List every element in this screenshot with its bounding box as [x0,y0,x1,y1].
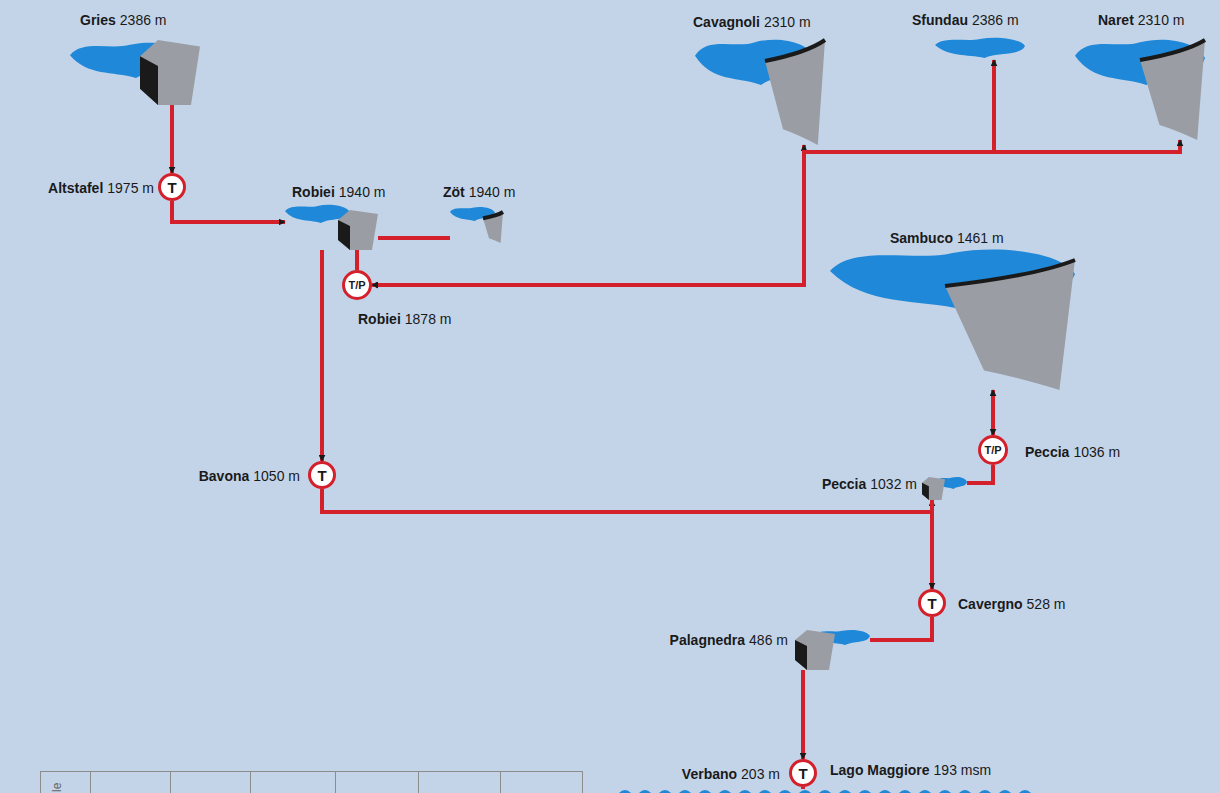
water-conduit [991,390,995,435]
elevation: 193 msm [934,762,992,778]
station-label: Lago Maggiore193 msm [830,762,991,779]
machine-symbol: T [792,762,814,784]
elevation: 2310 m [764,14,811,30]
water-conduit [322,489,932,512]
station-label: Peccia1036 m [1025,444,1120,461]
station-name: Altstafel [48,180,103,196]
station-label: Cavergno528 m [958,596,1066,613]
reservoir: Zöt1940 m [450,205,503,243]
reservoir-shape [922,474,967,500]
reservoir-shape [285,205,378,250]
reservoir-shape [695,40,825,145]
reservoir-shape [795,628,870,670]
station-name: Gries [80,12,116,28]
elevation: 1050 m [253,468,300,484]
station-name: Robiei [292,184,335,200]
station-name: Peccia [1025,444,1069,460]
machine-symbol: T [311,464,333,486]
station-label: Cavagnoli2310 m [693,14,811,31]
station-label: Robiei1878 m [358,311,451,328]
machine-symbol: T/P [345,273,369,297]
station-name: Lago Maggiore [830,762,930,778]
station-label: Altstafel1975 m [48,180,154,197]
machine-symbol: T [161,176,183,198]
turbine-circle: TBavona1050 m [308,461,336,489]
station-label: Bavona1050 m [199,468,300,485]
station-label: Naret2310 m [1098,12,1185,29]
turbine-circle: T/PRobiei1878 m [342,270,372,300]
water-conduit [355,250,359,270]
station-name: Peccia [822,476,866,492]
reservoir: Naret2310 m [1075,40,1205,140]
station-name: Cavagnoli [693,14,760,30]
elevation: 1940 m [339,184,386,200]
machine-symbol: T/P [981,438,1005,462]
reservoir-shape [620,789,1040,793]
water-conduit [930,500,934,589]
elevation: 1878 m [405,311,452,327]
elevation: 528 m [1027,596,1066,612]
reservoir: Sfundau2386 m [935,38,1025,60]
water-conduit [967,465,993,483]
reservoir-shape [70,38,200,105]
reservoir-shape [830,250,1075,390]
water-conduit [320,250,324,461]
elevation: 203 m [741,766,780,782]
station-label: Zöt1940 m [443,184,515,201]
station-name: Sambuco [890,230,953,246]
elevation: 1032 m [870,476,917,492]
station-name: Robiei [358,311,401,327]
water-conduit [172,201,285,222]
station-label: Palagnedra486 m [670,632,788,649]
elevation: 486 m [749,632,788,648]
station-name: Sfundau [912,12,968,28]
reservoir: Palagnedra486 m [795,628,870,670]
water-conduit [378,236,450,240]
table-heading: le [50,783,64,792]
station-label: Gries2386 m [80,12,167,29]
station-name: Bavona [199,468,250,484]
water-conduit [170,105,174,173]
machine-symbol: T [921,592,943,614]
elevation: 1461 m [957,230,1004,246]
elevation: 2386 m [120,12,167,28]
elevation: 1975 m [107,180,154,196]
water-conduit [372,60,994,285]
turbine-circle: T/PPeccia1036 m [978,435,1008,465]
reservoir: Sambuco1461 m [830,250,1075,390]
water-conduit [870,617,932,640]
reservoir: Cavagnoli2310 m [695,40,825,145]
reservoir-shape [450,205,503,243]
station-name: Naret [1098,12,1134,28]
station-name: Cavergno [958,596,1023,612]
station-label: Peccia1032 m [822,476,917,493]
elevation: 2310 m [1138,12,1185,28]
turbine-circle: TVerbano203 m [789,759,817,787]
reservoir: Robiei1940 m [285,205,378,250]
elevation: 1940 m [469,184,516,200]
station-name: Palagnedra [670,632,745,648]
station-name: Zöt [443,184,465,200]
station-label: Sfundau2386 m [912,12,1019,29]
station-label: Verbano203 m [682,766,780,783]
water-conduit [801,787,805,789]
reservoir: Gries2386 m [70,38,200,105]
elevation: 1036 m [1073,444,1120,460]
reservoir-shape [1075,40,1205,140]
turbine-circle: TCavergno528 m [918,589,946,617]
reservoir-shape [935,38,1025,60]
elevation: 2386 m [972,12,1019,28]
water-conduit [801,670,805,759]
water-conduit [372,145,804,285]
turbine-circle: TAltstafel1975 m [158,173,186,201]
station-label: Sambuco1461 m [890,230,1004,247]
station-name: Verbano [682,766,737,782]
reservoir: Peccia1032 m [922,474,967,500]
lake-band: Lago Maggiore193 msm [620,789,1040,793]
station-label: Robiei1940 m [292,184,385,201]
